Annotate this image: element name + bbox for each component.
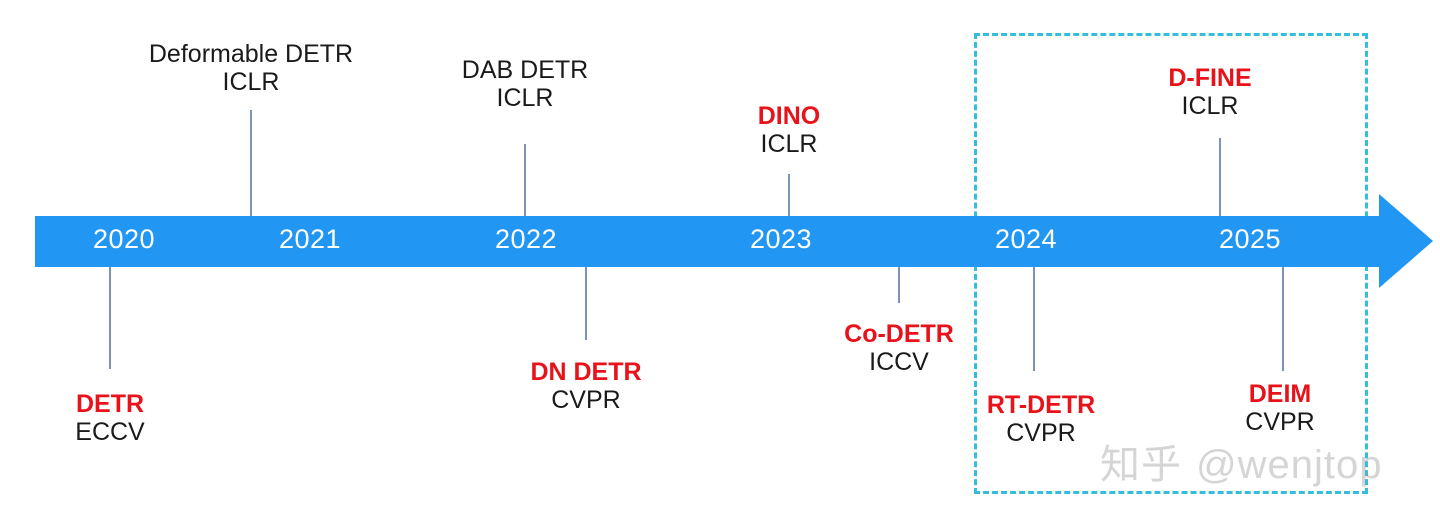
connector-stem-deim — [1282, 267, 1284, 371]
event-venue: ICLR — [222, 68, 280, 96]
connector-stem-dn-detr — [585, 267, 587, 340]
timeline-bar — [35, 216, 1380, 267]
event-label-d-fine: D-FINE ICLR — [1168, 64, 1251, 120]
connector-stem-deformable-detr — [250, 110, 252, 216]
event-label-rt-detr: RT-DETR CVPR — [987, 391, 1095, 447]
event-name: DAB DETR — [461, 56, 589, 84]
event-label-co-detr: Co-DETR ICCV — [844, 320, 954, 376]
event-venue: ICLR — [1181, 92, 1239, 120]
year-tick-2024: 2024 — [994, 224, 1058, 254]
event-venue: ICCV — [869, 348, 929, 376]
year-tick-2020: 2020 — [92, 224, 156, 254]
event-name: DEIM — [1248, 380, 1312, 408]
event-label-dab-detr: DAB DETR ICLR — [462, 56, 588, 112]
event-venue: CVPR — [1245, 408, 1315, 436]
connector-stem-d-fine — [1219, 138, 1221, 216]
event-name: DN DETR — [530, 358, 642, 386]
event-label-deformable-detr: Deformable DETR ICLR — [149, 40, 353, 96]
event-label-detr: DETR ECCV — [75, 390, 144, 446]
year-tick-2025: 2025 — [1218, 224, 1282, 254]
connector-stem-dino — [788, 174, 790, 216]
event-venue: CVPR — [1006, 419, 1076, 447]
year-tick-2022: 2022 — [494, 224, 558, 254]
event-name: DINO — [757, 102, 821, 130]
event-label-dino: DINO ICLR — [758, 102, 821, 158]
watermark-site: 知乎 — [1100, 443, 1182, 487]
event-venue: ICLR — [496, 84, 554, 112]
event-venue: ICLR — [760, 130, 818, 158]
connector-stem-co-detr — [898, 267, 900, 303]
event-name: Co-DETR — [844, 320, 954, 348]
year-tick-2023: 2023 — [749, 224, 813, 254]
event-venue: ECCV — [75, 418, 145, 446]
year-tick-2021: 2021 — [278, 224, 342, 254]
connector-stem-rt-detr — [1033, 267, 1035, 371]
timeline-arrow-icon — [1379, 194, 1433, 288]
watermark: 知乎 @wenjtop — [1100, 432, 1382, 490]
event-label-dn-detr: DN DETR CVPR — [530, 358, 641, 414]
connector-stem-dab-detr — [524, 144, 526, 216]
event-name: Deformable DETR — [148, 40, 354, 68]
event-label-deim: DEIM CVPR — [1245, 380, 1314, 436]
event-name: DETR — [75, 390, 145, 418]
event-name: RT-DETR — [986, 391, 1096, 419]
watermark-handle: @wenjtop — [1196, 443, 1383, 487]
event-venue: CVPR — [551, 386, 621, 414]
connector-stem-detr — [109, 267, 111, 369]
event-name: D-FINE — [1168, 64, 1252, 92]
